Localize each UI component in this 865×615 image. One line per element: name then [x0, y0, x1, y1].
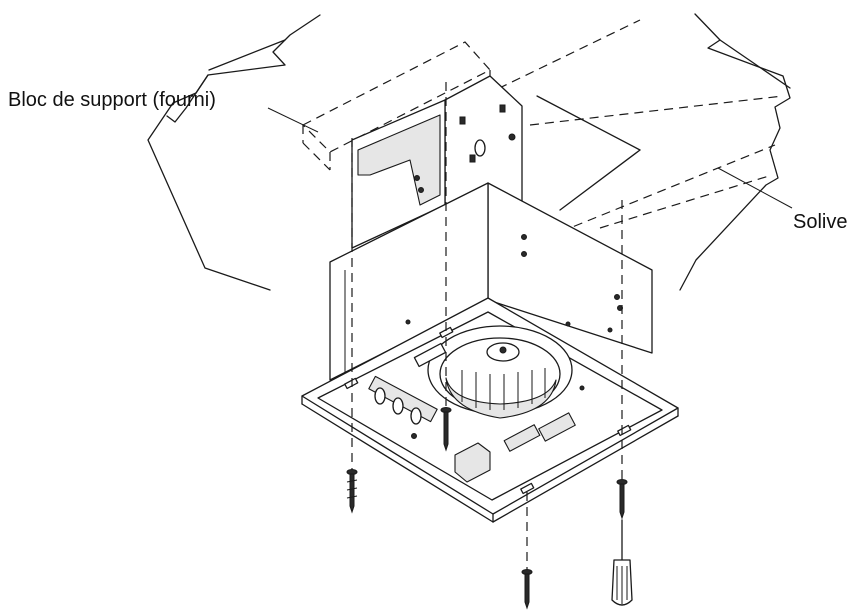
right-joist: [484, 13, 791, 291]
screw-front: [521, 569, 533, 610]
screw-inner: [440, 407, 452, 452]
alignment-lines: [351, 82, 623, 570]
screw-right: [616, 479, 628, 520]
left-joist: [147, 14, 321, 291]
joist-label: Solive: [793, 211, 848, 233]
screwdriver-icon: [611, 519, 633, 606]
support-block-leader: [267, 107, 319, 133]
fan-housing: [329, 182, 653, 381]
damper: [368, 375, 438, 425]
joist-leader: [717, 167, 793, 209]
blower-assembly: [368, 325, 585, 483]
screw-left: [346, 469, 358, 514]
support-block-label: Bloc de support (fourni): [8, 89, 216, 111]
